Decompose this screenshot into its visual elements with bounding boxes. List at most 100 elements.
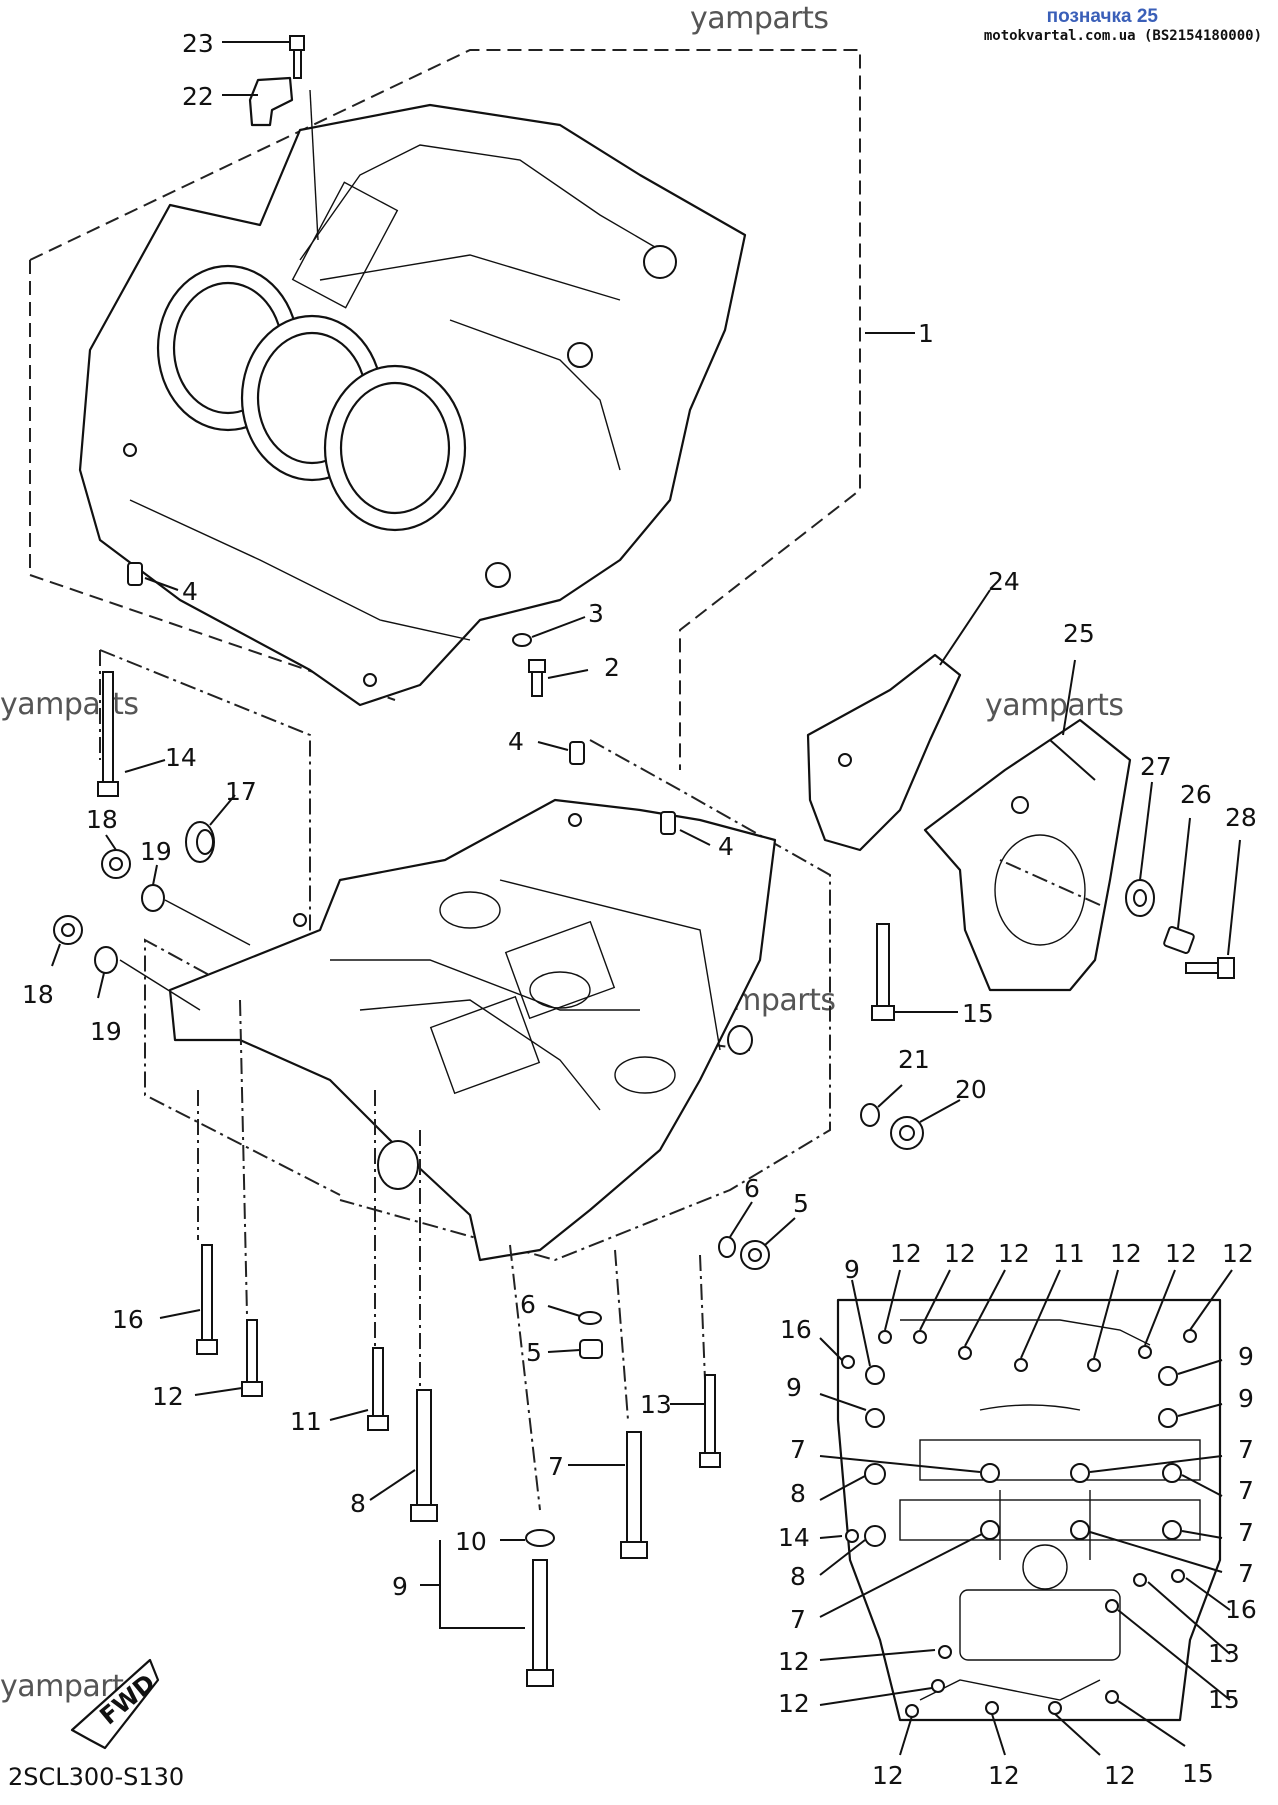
callout-4: 4 [718,832,734,861]
header-title: позначка 25 [1046,6,1158,27]
callout-13: 13 [640,1390,672,1419]
callout-23: 23 [182,29,214,58]
bracket-22 [248,76,319,241]
o-ring-6 [718,1236,736,1258]
callout-12: 12 [152,1382,184,1411]
callout-4: 4 [182,577,198,606]
washer-3 [512,633,532,647]
callout-7: 7 [790,1605,806,1634]
diagram-code: 2SCL300-S130 [8,1763,184,1791]
bolt-11 [367,1347,389,1431]
bolt-15 [871,923,895,1021]
inset-bolt-holes [841,1329,1197,1718]
callout-13: 13 [1208,1639,1240,1668]
callout-2: 2 [604,653,620,682]
plug-5 [579,1339,603,1359]
callout-15: 15 [1182,1759,1214,1788]
watermark: yamparts [985,688,1124,723]
o-ring-6 [578,1311,602,1325]
callout-12: 12 [1222,1239,1254,1268]
callout-6: 6 [520,1290,536,1319]
o-ring-19 [94,946,118,974]
callout-12: 12 [872,1761,904,1790]
callout-14: 14 [165,743,197,772]
spacer-26 [1163,926,1195,954]
callout-4: 4 [508,727,524,756]
callout-20: 20 [955,1075,987,1104]
callout-8: 8 [350,1489,366,1518]
callout-14: 14 [778,1523,810,1552]
oil-seal-17 [185,821,215,863]
bolt-13 [699,1374,721,1468]
callout-25: 25 [1063,619,1095,648]
upper-crankcase [78,103,747,707]
callout-16: 16 [1225,1595,1257,1624]
callout-11: 11 [1053,1239,1085,1268]
callout-9: 9 [392,1572,408,1601]
callout-12: 12 [778,1689,810,1718]
callout-12: 12 [1165,1239,1197,1268]
bolt-28 [1185,957,1235,979]
bolt-23 [289,35,305,79]
watermark: yamparts [0,687,139,722]
callout-5: 5 [793,1189,809,1218]
header-subtitle: motokvartal.com.ua (BS2154180000) [983,28,1262,44]
plug-5 [740,1240,770,1270]
callout-27: 27 [1140,752,1172,781]
plug-18 [53,915,83,945]
bolt-pattern-inset [836,1298,1222,1722]
bolt-14 [97,671,119,797]
callout-9: 9 [786,1373,802,1402]
o-ring-21 [860,1103,880,1127]
bolt-12 [241,1319,263,1397]
callout-28: 28 [1225,803,1257,832]
callout-12: 12 [988,1761,1020,1790]
callout-5: 5 [526,1338,542,1367]
callout-12: 12 [890,1239,922,1268]
callout-21: 21 [898,1045,930,1074]
callout-12: 12 [998,1239,1030,1268]
callout-19: 19 [140,837,172,866]
o-ring-10 [525,1529,555,1547]
callout-15: 15 [962,999,994,1028]
bolt-8 [410,1389,438,1522]
callout-22: 22 [182,82,214,111]
callout-7: 7 [1238,1559,1254,1588]
cover-25 [923,718,1132,992]
watermark: yamparts [690,1,829,36]
callout-10: 10 [455,1527,487,1556]
callout-17: 17 [225,777,257,806]
lower-crankcase [168,798,777,1262]
dowel-pin [127,562,143,586]
callout-12: 12 [1110,1239,1142,1268]
callout-9: 9 [844,1255,860,1284]
callout-7: 7 [548,1452,564,1481]
callout-24: 24 [988,567,1020,596]
bolt-16 [196,1244,218,1355]
callout-19: 19 [90,1017,122,1046]
callout-12: 12 [1104,1761,1136,1790]
bolt-9 [526,1559,554,1687]
callout-26: 26 [1180,780,1212,809]
cover-24 [806,653,962,852]
callout-9: 9 [1238,1384,1254,1413]
callout-16: 16 [112,1305,144,1334]
callout-18: 18 [22,980,54,1009]
upper-crankcase-outline [29,49,915,770]
callout-12: 12 [778,1647,810,1676]
callout-7: 7 [790,1435,806,1464]
callout-1: 1 [918,319,934,348]
plug-18 [101,849,131,879]
callout-labels: 23 22 1 4 3 2 24 25 27 26 28 14 4 4 17 1… [22,29,1257,1790]
callout-9: 9 [1238,1342,1254,1371]
callout-16: 16 [780,1315,812,1344]
callout-18: 18 [86,805,118,834]
dowel-pin [660,811,676,835]
callout-3: 3 [588,599,604,628]
inset-leaders [819,1269,1233,1756]
dowel-pin [569,741,585,765]
callout-8: 8 [790,1479,806,1508]
bolt-7 [620,1431,648,1559]
callout-8: 8 [790,1562,806,1591]
